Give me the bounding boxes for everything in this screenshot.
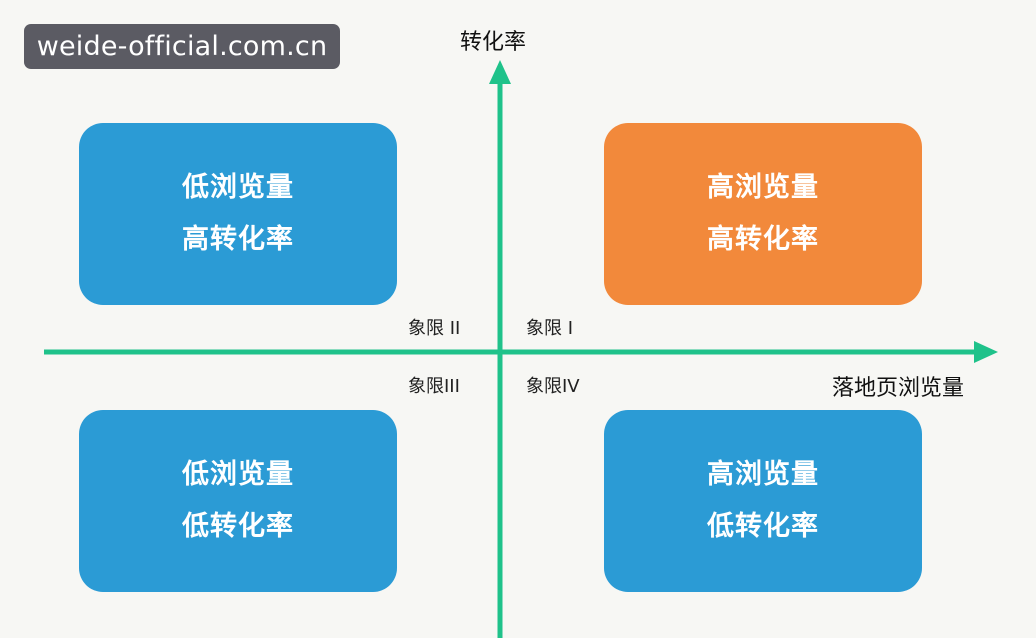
quadrant-3-label: 象限III: [408, 376, 460, 397]
quadrant-2-line2: 高转化率: [182, 224, 294, 255]
quadrant-2-box: 低浏览量 高转化率: [79, 123, 397, 305]
quadrant-1-label: 象限 I: [526, 318, 574, 339]
quadrant-1-line1: 高浏览量: [707, 172, 819, 203]
x-axis-title: 落地页浏览量: [832, 376, 965, 401]
quadrant-4-box: 高浏览量 低转化率: [604, 410, 922, 592]
quadrant-3-box: 低浏览量 低转化率: [79, 410, 397, 592]
quadrant-1-line2: 高转化率: [707, 224, 819, 255]
quadrant-2-line1: 低浏览量: [182, 172, 294, 203]
quadrant-4-line2: 低转化率: [707, 511, 819, 542]
quadrant-3-line2: 低转化率: [182, 511, 294, 542]
quadrant-2-label: 象限 II: [408, 318, 461, 339]
y-axis-arrow: [489, 60, 511, 84]
x-axis-arrow: [974, 341, 998, 363]
watermark-badge: weide-official.com.cn: [24, 24, 340, 69]
quadrant-4-label: 象限IV: [526, 376, 580, 397]
quadrant-1-box: 高浏览量 高转化率: [604, 123, 922, 305]
watermark-text: weide-official.com.cn: [36, 31, 328, 62]
quadrant-4-line1: 高浏览量: [707, 459, 819, 490]
quadrant-3-line1: 低浏览量: [182, 459, 294, 490]
y-axis-title: 转化率: [460, 30, 527, 55]
